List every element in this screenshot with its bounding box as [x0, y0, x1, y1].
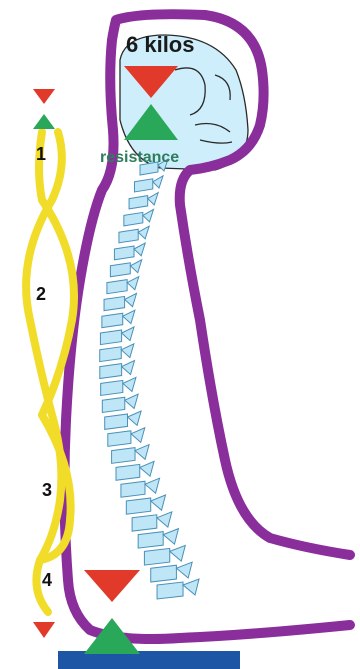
vertebra: [129, 196, 148, 209]
vertebra-process: [123, 310, 135, 323]
vertebra-process: [140, 461, 154, 476]
vertebra: [116, 464, 140, 480]
red-down-triangle-icon: [33, 89, 55, 104]
vertebra: [104, 296, 125, 310]
vertebra: [151, 565, 177, 582]
vertebra: [101, 380, 123, 395]
head-load-label: 6 kilos: [126, 32, 194, 57]
red-down-triangle-icon: [84, 570, 140, 602]
vertebra: [107, 280, 127, 294]
vertebra: [100, 364, 122, 379]
vertebra-process: [138, 226, 149, 239]
vertebra-process: [125, 394, 138, 408]
vertebra-process: [127, 277, 139, 290]
vertebra: [110, 263, 130, 277]
vertebra-process: [143, 209, 154, 221]
vertebra-process: [125, 293, 137, 306]
vertebra: [105, 414, 128, 429]
vertebra: [119, 229, 138, 243]
vertebra-process: [122, 327, 134, 341]
vertebra-process: [153, 176, 163, 188]
vertebra-process: [183, 579, 199, 595]
vertebra-process: [145, 478, 160, 493]
vertebra: [102, 313, 123, 327]
vertebra: [100, 330, 121, 345]
segment-number-1: 1: [36, 144, 46, 164]
green-up-triangle-icon: [33, 114, 55, 129]
segment-number-2: 2: [36, 284, 46, 304]
vertebra-process: [170, 545, 186, 561]
vertebra: [112, 448, 135, 464]
segment-number-4: 4: [42, 570, 52, 590]
vertebra-process: [135, 445, 149, 460]
vertebra: [114, 246, 134, 260]
vertebra-process: [130, 260, 141, 273]
vertebra-process: [128, 411, 142, 425]
vertebra-process: [176, 562, 192, 578]
vertebra-process: [151, 495, 166, 510]
vertebra: [124, 212, 143, 225]
vertebra: [100, 347, 122, 362]
resistance-label: resistance: [100, 149, 179, 166]
vertebra: [108, 431, 131, 447]
red-down-triangle-icon: [33, 622, 55, 638]
vertebra-process: [134, 243, 145, 256]
vertebra-process: [123, 377, 136, 391]
vertebra: [102, 397, 124, 412]
vertebra: [144, 548, 169, 565]
vertebra: [134, 179, 152, 192]
vertebra-process: [121, 344, 134, 358]
vertebra-process: [148, 193, 158, 205]
vertebra: [126, 498, 150, 514]
vertebra: [157, 582, 183, 599]
vertebra: [132, 515, 157, 531]
vertebra: [138, 532, 163, 549]
vertebra: [121, 481, 145, 497]
vertebra-process: [122, 361, 135, 375]
segment-number-3: 3: [42, 480, 52, 500]
vertebra-process: [157, 512, 172, 527]
vertebra-process: [131, 428, 145, 443]
vertebra-process: [163, 529, 178, 545]
